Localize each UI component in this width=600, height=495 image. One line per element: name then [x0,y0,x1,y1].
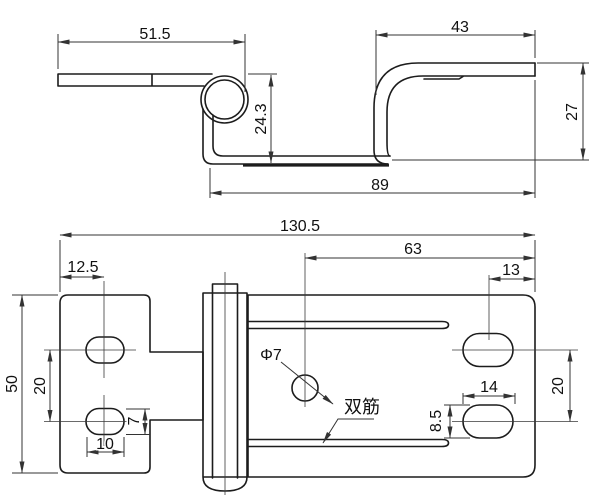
dim-20-left-text: 20 [32,377,49,395]
side-left-leg-inner [212,114,391,157]
dim-27-extensions [392,62,589,161]
dim-12-5-text: 12.5 [67,259,98,276]
left-slot-centerlines [44,281,136,446]
plan-view: 130.5 63 13 12.5 50 20 20 14 [4,218,578,495]
dim-7-text: 7 [126,416,143,425]
dim-63-text: 63 [404,241,422,258]
side-left-leg-outer [202,108,389,165]
side-knuckle-inner-circle [204,79,245,120]
dim-130-5-extensions [59,240,536,292]
dim-10-text: 10 [96,436,114,453]
rib-annotation-leader [322,418,374,444]
side-view: 51.5 43 27 24.3 89 [57,19,589,198]
dim-8-5-text: 8.5 [428,410,445,432]
dim-51-5-text: 51.5 [139,26,170,43]
side-view-part-outline [57,62,536,167]
dim-13-text: 13 [502,262,520,279]
dim-14-text: 14 [480,379,498,396]
side-sbend-outer [373,62,536,165]
side-top-leaf-bar [57,73,213,87]
plan-view-dimensions: 130.5 63 13 12.5 50 20 20 14 [4,218,573,474]
dim-20-right-text: 20 [550,377,567,395]
rib-annotation-text: 双筋 [344,397,380,417]
plan-upper-rib [247,320,450,330]
side-view-dimensions: 51.5 43 27 24.3 89 [57,19,589,198]
dim-130-5-text: 130.5 [280,218,320,235]
dim-43-text: 43 [451,19,469,36]
side-flange-edge-line [423,75,464,80]
dim-24-3-text: 24.3 [253,103,270,134]
plan-lower-rib [247,438,450,448]
plan-view-part-outline [59,272,536,495]
plan-right-plate [247,294,536,478]
side-sbend-inner [386,75,536,157]
hole-callout-leader [280,361,334,405]
right-slot-centerlines [452,275,578,422]
dim-50-text: 50 [4,375,21,393]
hole-callout-text: Φ7 [260,347,282,364]
plan-left-plate [59,294,204,474]
side-knuckle-outer-circle [200,75,249,124]
dim-27-text: 27 [564,103,581,121]
dim-89-text: 89 [371,177,389,194]
